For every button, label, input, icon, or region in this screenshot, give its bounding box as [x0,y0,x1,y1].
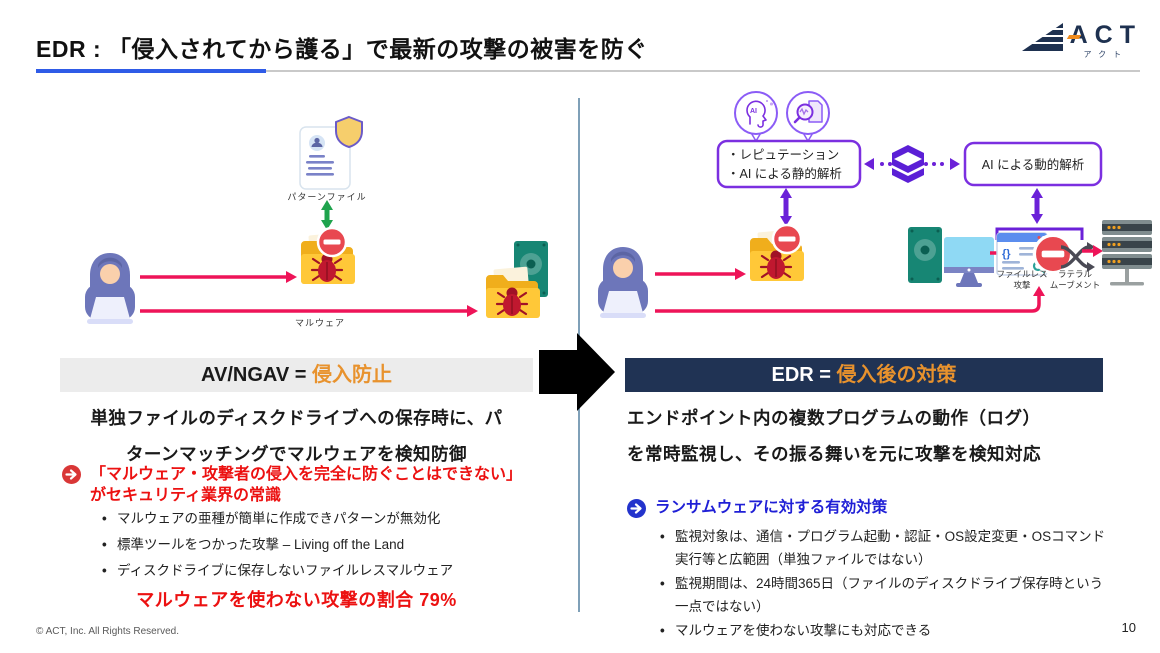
server-icon [1102,220,1152,286]
svg-text:{}: {} [1002,248,1011,260]
disk-drive-icon [908,227,942,283]
svg-text:・レピュテーション: ・レピュテーション [727,148,839,162]
fileless-attack-arrow [655,286,1045,313]
pattern-match-arrow [321,200,333,230]
static-analysis-box: ・レピュテーション ・AI による静的解析 [716,139,862,189]
blocked-icon [316,226,348,258]
av-ngav-bullets: マルウェアの亜種が簡単に作成できパターンが無効化 標準ツールをつかった攻撃 – … [100,510,530,588]
title-rule [36,70,1140,72]
static-analysis-icon [786,91,830,143]
fileless-label-1: ファイルレス [996,269,1047,279]
fileless-window-icon: {} [996,232,1048,276]
av-ngav-diagram: パターンファイル マルウェア [85,115,548,328]
list-item: 監視対象は、通信・プログラム起動・認証・OS設定変更・OSコマンド実行等と広範囲… [658,525,1113,571]
pattern-file-label: パターンファイル [287,192,366,202]
lateral-label-2: ムーブメント [1050,280,1101,290]
endpoint-monitor-icon [944,237,994,287]
ransomware-callout: ランサムウェアに対する有効対策 [627,498,1097,518]
shield-icon [335,115,363,149]
svg-text:・AI による静的解析: ・AI による静的解析 [727,166,842,181]
title-rule-accent [36,69,266,73]
act-logo: ACT アクト [1021,22,1142,60]
ai-brain-icon: AI [734,91,778,143]
lateral-label-1: ラテラル [1058,269,1093,279]
copyright: © ACT, Inc. All Rights Reserved. [36,626,179,637]
transition-arrow [539,333,615,411]
fileless-label-2: 攻撃 [1013,280,1031,290]
logo-sub: アクト [1083,50,1129,59]
logo-accent-dash [1066,35,1081,39]
av-limitation-callout: 「マルウェア・攻撃者の侵入を完全に防ぐことはできない」がセキュリティ業界の常識 [62,464,527,506]
attack-arrow-blocked [140,271,297,283]
edr-heading: EDR = 侵入後の対策 [625,358,1103,392]
attack-arrow-malware [140,305,478,317]
list-item: マルウェアの亜種が簡単に作成できパターンが無効化 [100,510,530,528]
list-item: マルウェアを使わない攻撃にも対応できる [658,619,1113,642]
malware-label: マルウェア [295,318,345,328]
to-server-arrow [1082,245,1103,257]
svg-text:AI: AI [750,108,757,115]
blue-arrow-icon [627,499,646,518]
edr-bullets: 監視対象は、通信・プログラム起動・認証・OS設定変更・OSコマンド実行等と広範囲… [658,525,1113,643]
page-title: EDR : 「侵入されてから護る」で最新の攻撃の被害を防ぐ [36,36,648,62]
sentinel-logo-icon [892,145,924,183]
edr-description: エンドポイント内の複数プログラムの動作（ログ） を常時監視し、その振る舞いを元に… [627,408,1041,464]
dynamic-check-arrow [1031,188,1043,224]
static-check-arrow [780,188,792,226]
av-ngav-description: 単独ファイルのディスクドライブへの保存時に、パ ターンマッチングでマルウェアを検… [90,408,503,464]
malware-free-stat: マルウェアを使わない攻撃の割合 79% [136,590,457,610]
pattern-file-icon [299,115,363,190]
dotted-sync-arrows [864,158,960,170]
list-item: 監視期間は、24時間365日（ファイルのディスクドライブ保存時という一点ではない… [658,572,1113,618]
av-ngav-heading: AV/NGAV = 侵入防止 [60,358,533,392]
act-logo-icon [1021,23,1063,51]
dynamic-analysis-box: AI による動的解析 [963,141,1103,187]
list-item: ディスクドライブに保存しないファイルレスマルウェア [100,562,530,580]
hacker-icon [85,253,135,324]
attack-arrow-blocked [655,268,746,280]
blocked-icon [771,223,803,255]
page-number: 10 [1121,620,1136,635]
red-arrow-icon [62,465,81,484]
svg-text:AI による動的解析: AI による動的解析 [982,157,1084,172]
lateral-shuffle-icon [1060,242,1095,272]
list-item: 標準ツールをつかった攻撃 – Living off the Land [100,536,530,554]
edr-diagram: AI ・レピュテーション ・AI による静的解析 [598,91,1152,318]
hacker-icon [598,247,648,318]
